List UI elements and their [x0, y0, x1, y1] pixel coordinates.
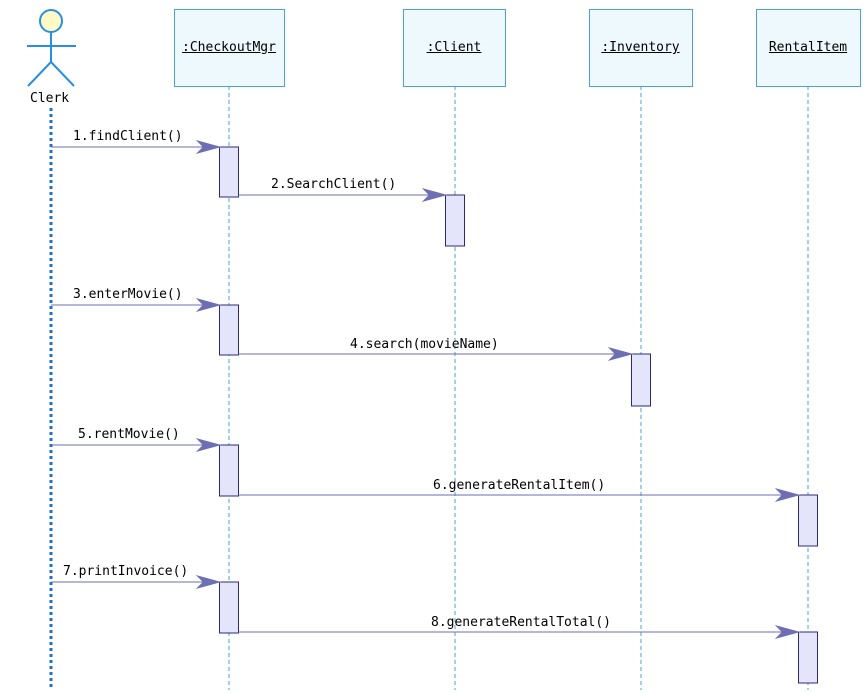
activation-box-8 [798, 631, 818, 684]
message-label-4: 4.search(movieName) [350, 337, 499, 352]
message-arrowhead-5 [195, 438, 222, 452]
message-arrowhead-4 [607, 347, 634, 361]
actor-label: Clerk [30, 91, 70, 106]
stick-figure-actor-icon [27, 9, 76, 87]
activation-box-4 [631, 353, 651, 407]
lifeline-header-checkout [174, 9, 285, 87]
lifeline-header-inventory [589, 9, 693, 87]
message-label-3: 3.enterMovie() [73, 287, 183, 302]
lifeline-title-inventory: :Inventory [601, 40, 680, 55]
message-arrowhead-1 [195, 140, 222, 154]
message-arrowhead-7 [195, 575, 222, 589]
actor-left-leg [27, 61, 52, 87]
message-label-8: 8.generateRentalTotal() [431, 615, 612, 630]
message-label-5: 5.rentMovie() [78, 427, 180, 442]
message-arrowhead-6 [774, 488, 801, 502]
message-label-7: 7.printInvoice() [63, 564, 189, 579]
lifeline-title-client: :Client [426, 40, 482, 55]
message-label-2: 2.SearchClient() [271, 177, 397, 192]
actor-right-leg [50, 61, 75, 87]
message-arrowhead-8 [774, 625, 801, 639]
activation-box-3 [219, 304, 239, 356]
activation-box-6 [798, 494, 818, 547]
activation-box-2 [445, 194, 465, 247]
activation-box-5 [219, 444, 239, 497]
message-label-6: 6.generateRentalItem() [433, 478, 606, 493]
lifeline-title-rentalitem: RentalItem [768, 40, 848, 55]
actor-head [39, 9, 63, 33]
lifeline-header-client [403, 9, 506, 87]
message-arrowhead-3 [195, 298, 222, 312]
lifeline-header-rental [756, 9, 861, 87]
message-arrowhead-2 [421, 188, 448, 202]
activation-box-1 [219, 146, 239, 198]
lifeline-title-checkoutmgr: :CheckoutMgr [182, 40, 276, 55]
activation-box-7 [219, 581, 239, 634]
message-label-1: 1.findClient() [73, 129, 183, 144]
